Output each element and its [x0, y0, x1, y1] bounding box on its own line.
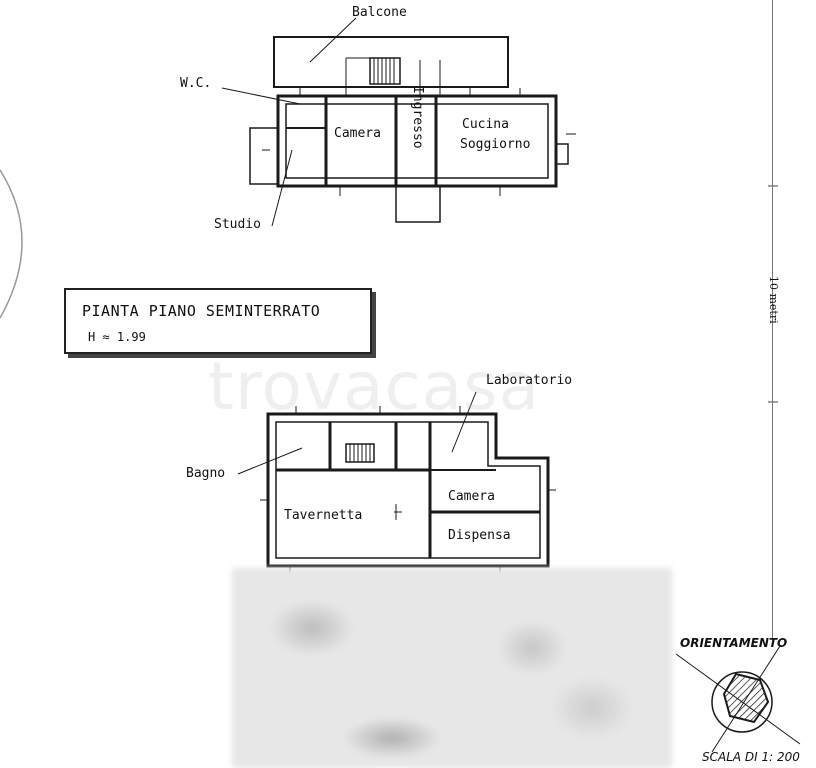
upper-floor-inner-walls: [285, 103, 549, 179]
orientation-symbol: [675, 645, 801, 753]
label-studio: Studio: [214, 217, 261, 232]
entrance-porch: [395, 186, 441, 223]
lower-floor-inner-walls: [275, 421, 541, 559]
label-bagno: Bagno: [186, 466, 226, 481]
label-ingresso: Ingresso: [410, 86, 425, 149]
studio-bump: [249, 127, 279, 185]
ceiling-height: H ≈ 1.99: [88, 330, 146, 344]
label-dispensa: Dispensa: [448, 528, 511, 543]
scale-line: [772, 0, 773, 640]
lower-floor-outer-walls: [266, 412, 550, 568]
label-balcone: Balcone: [352, 5, 407, 20]
label-camera-lower: Camera: [448, 489, 495, 504]
floor-title: PIANTA PIANO SEMINTERRATO: [82, 302, 321, 320]
label-laboratorio: Laboratorio: [486, 373, 573, 388]
scale-bar-label: 10 metri: [767, 276, 780, 324]
lower-stair: [345, 443, 375, 463]
floor-title-box: PIANTA PIANO SEMINTERRATO H ≈ 1.99: [64, 288, 372, 354]
label-soggiorno: Soggiorno: [460, 137, 531, 152]
watermark: trovacasa: [208, 348, 541, 425]
balcony-outline: [273, 36, 509, 88]
label-cucina: Cucina: [462, 117, 509, 132]
redacted-area: [232, 568, 672, 768]
upper-floor-plan: [249, 36, 576, 223]
lower-floor-plan: [260, 406, 556, 574]
label-tavernetta: Tavernetta: [284, 508, 363, 523]
stamp-arc: [0, 169, 23, 319]
label-wc: W.C.: [180, 76, 212, 91]
upper-leader-lines: [221, 17, 357, 227]
lower-leader-lines: [237, 391, 477, 475]
orientation-label: ORIENTAMENTO: [680, 636, 788, 650]
label-camera-upper: Camera: [334, 126, 381, 141]
upper-stair: [369, 57, 401, 85]
scale-ratio-label: SCALA DI 1: 200: [702, 750, 800, 764]
